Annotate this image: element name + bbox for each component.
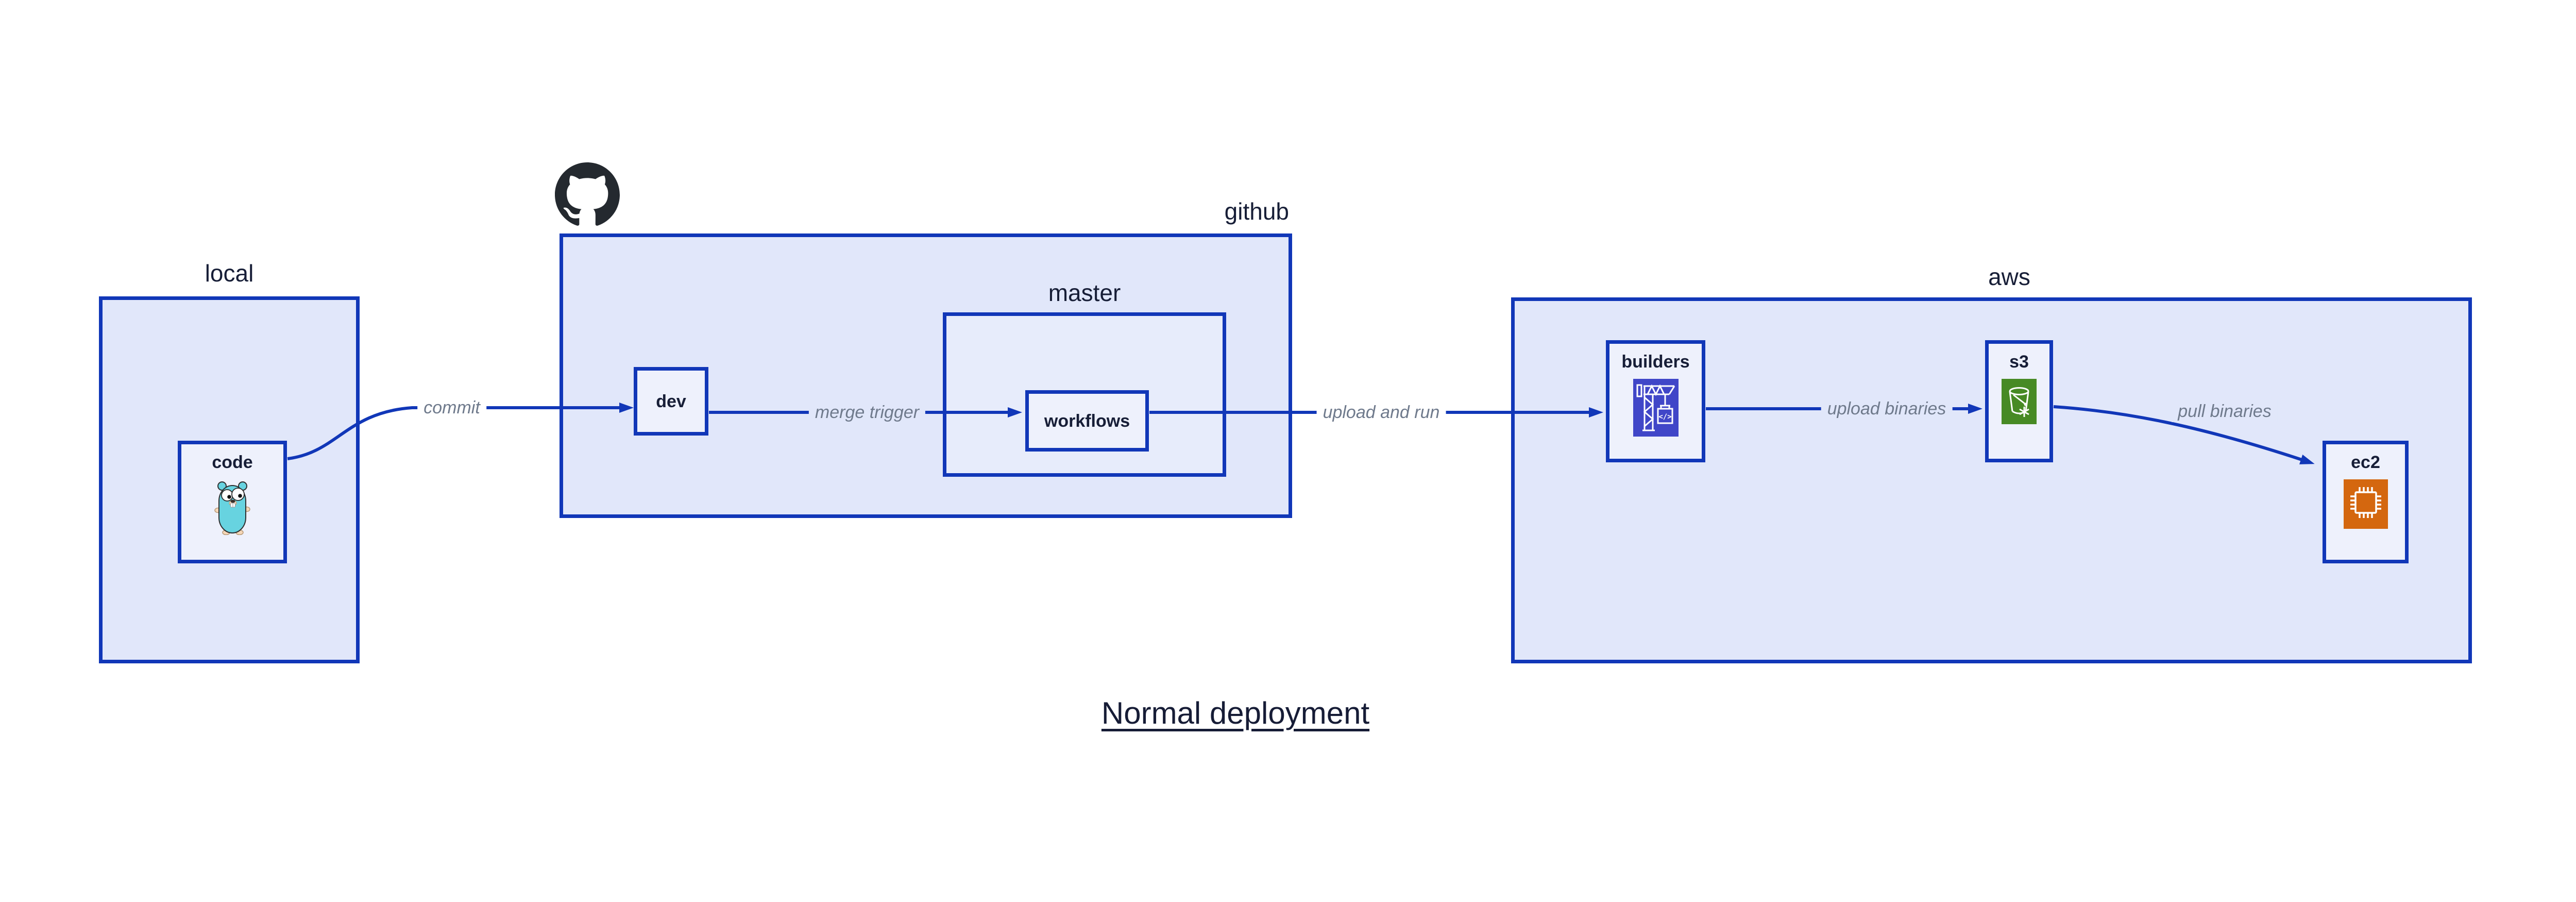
master-container-label: master (1048, 279, 1121, 306)
node-code: code (178, 441, 287, 563)
edge-label-commit: commit (417, 397, 486, 419)
node-builders-label: builders (1621, 352, 1690, 372)
edge-label-merge-trigger: merge trigger (808, 402, 926, 423)
aws-ec2-chip-icon (2343, 479, 2388, 531)
node-s3: s3 (1985, 340, 2053, 462)
local-container-label: local (205, 260, 254, 287)
go-gopher-icon (214, 479, 251, 538)
node-dev-label: dev (656, 391, 686, 411)
node-workflows-label: workflows (1044, 411, 1130, 431)
aws-container-label: aws (1988, 263, 2030, 290)
github-octocat-icon (555, 162, 620, 230)
edge-commit (287, 403, 634, 460)
node-dev: dev (634, 367, 708, 436)
diagram-title: Normal deployment (1101, 696, 1370, 730)
edge-label-pull-binaries: pull binaries (2172, 400, 2278, 422)
node-code-label: code (212, 453, 253, 472)
node-s3-label: s3 (2009, 352, 2029, 372)
edge-pull-binaries (2053, 405, 2315, 464)
edge-label-upload-and-run: upload and run (1316, 402, 1446, 423)
node-ec2: ec2 (2323, 441, 2409, 563)
node-builders: builders </> (1606, 340, 1705, 462)
edge-label-upload-binaries: upload binaries (1821, 398, 1953, 420)
github-container-label: github (1224, 198, 1289, 225)
code-brackets-glyph: </> (1658, 413, 1671, 421)
node-ec2-label: ec2 (2351, 453, 2380, 472)
node-workflows: workflows (1025, 390, 1149, 452)
aws-codebuild-crane-icon: </> (1633, 379, 1679, 439)
aws-s3-glacier-bucket-icon (2002, 379, 2037, 427)
